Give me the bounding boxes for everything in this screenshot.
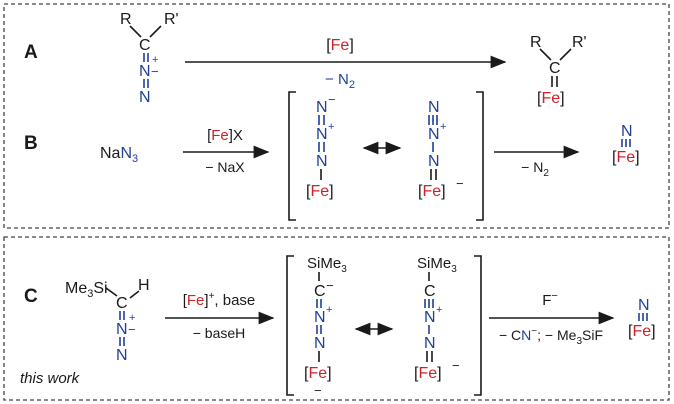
svg-text:N: N — [139, 63, 151, 80]
tms-diazomethane: Me3Si C H + N − N — [65, 277, 150, 364]
panel-c-label: C — [24, 286, 38, 307]
svg-text:−: − — [326, 278, 334, 293]
svg-text:N: N — [424, 335, 436, 352]
svg-text:N: N — [316, 99, 328, 116]
sodium-azide: NaN3 — [100, 145, 138, 165]
svg-text:N: N — [428, 126, 440, 143]
panel-b-label: B — [24, 133, 38, 154]
svg-text:R': R' — [164, 11, 179, 28]
iron-diazoalkyl-resonance-2: SiMe3 C N + N [Fe] − — [414, 255, 460, 382]
svg-text:N: N — [314, 309, 326, 326]
svg-text:H: H — [138, 277, 150, 294]
panel-ab-frame — [3, 3, 670, 229]
svg-text:[Fe]: [Fe] — [418, 183, 446, 200]
iron-nitride-product: N [Fe] — [612, 123, 640, 166]
svg-text:N: N — [139, 89, 151, 106]
svg-text:+: + — [326, 304, 332, 316]
svg-text:−: − — [314, 383, 322, 398]
byproduct-c: − baseH — [193, 325, 246, 341]
svg-text:R: R — [120, 11, 132, 28]
svg-text:[Fe]: [Fe] — [306, 183, 334, 200]
svg-text:N: N — [638, 297, 650, 314]
diazo-reactant-a: R R' C + N − N — [120, 11, 179, 106]
svg-text:[Fe]: [Fe] — [612, 149, 640, 166]
iron-nitride-product-c: N [Fe] — [628, 297, 656, 340]
svg-text:+: + — [152, 54, 158, 66]
iron-azide-resonance-2: N N + N [Fe] − — [418, 99, 464, 200]
svg-text:N: N — [316, 153, 328, 170]
byproduct-c2: − CN−; − Me3SiF — [499, 326, 603, 347]
svg-text:C: C — [116, 295, 128, 312]
svg-text:[Fe]: [Fe] — [304, 365, 332, 382]
panel-c-frame — [3, 236, 670, 401]
svg-text:[Fe]: [Fe] — [628, 323, 656, 340]
svg-text:+: + — [440, 121, 446, 133]
svg-text:−: − — [328, 92, 336, 107]
svg-text:N: N — [428, 153, 440, 170]
svg-text:C: C — [424, 283, 436, 300]
svg-text:−: − — [128, 322, 136, 337]
svg-text:−: − — [151, 64, 159, 79]
reagent-a: [Fe] — [326, 37, 354, 54]
svg-text:N: N — [424, 309, 436, 326]
reagent-c: [Fe]+, base — [183, 291, 256, 309]
byproduct-a: − N2 — [325, 71, 355, 91]
svg-text:[Fe]: [Fe] — [414, 365, 442, 382]
panel-a-label: A — [24, 42, 38, 63]
svg-text:Me3Si: Me3Si — [65, 280, 108, 300]
this-work-note: this work — [20, 370, 81, 387]
svg-text:N: N — [621, 123, 633, 140]
svg-text:C: C — [139, 37, 151, 54]
panel-a: A R R' C + N − N [Fe] − N2 R R' — [24, 11, 587, 107]
svg-text:+: + — [129, 312, 135, 324]
svg-text:[Fe]: [Fe] — [537, 90, 565, 107]
svg-text:SiMe3: SiMe3 — [307, 255, 347, 275]
iron-diazoalkyl-resonance-1: SiMe3 C − N + N [Fe] − — [304, 255, 347, 398]
svg-text:R': R' — [572, 34, 587, 51]
svg-text:R: R — [530, 34, 542, 51]
panel-c: C Me3Si C H + N − N this work [Fe]+, bas… — [20, 255, 656, 398]
iron-carbene-product: R R' C [Fe] — [530, 34, 587, 107]
svg-text:+: + — [328, 121, 334, 133]
svg-text:N: N — [314, 335, 326, 352]
svg-text:N: N — [428, 99, 440, 116]
panel-b: B NaN3 [Fe]X − NaX N − N + N [Fe] N — [24, 91, 640, 221]
svg-text:+: + — [436, 304, 442, 316]
byproduct-b: − NaX — [205, 159, 245, 175]
svg-text:C: C — [314, 283, 326, 300]
svg-text:−: − — [452, 358, 460, 373]
svg-text:−: − — [456, 176, 464, 191]
reagent-c2: F− — [542, 290, 558, 309]
iron-azide-resonance-1: N − N + N [Fe] — [306, 92, 336, 200]
reagent-b: [Fe]X — [207, 127, 243, 144]
svg-text:N: N — [316, 126, 328, 143]
svg-text:N: N — [116, 347, 128, 364]
svg-text:N: N — [116, 321, 128, 338]
byproduct-b2: − N2 — [521, 159, 549, 179]
svg-text:C: C — [549, 60, 561, 77]
svg-text:SiMe3: SiMe3 — [417, 255, 457, 275]
